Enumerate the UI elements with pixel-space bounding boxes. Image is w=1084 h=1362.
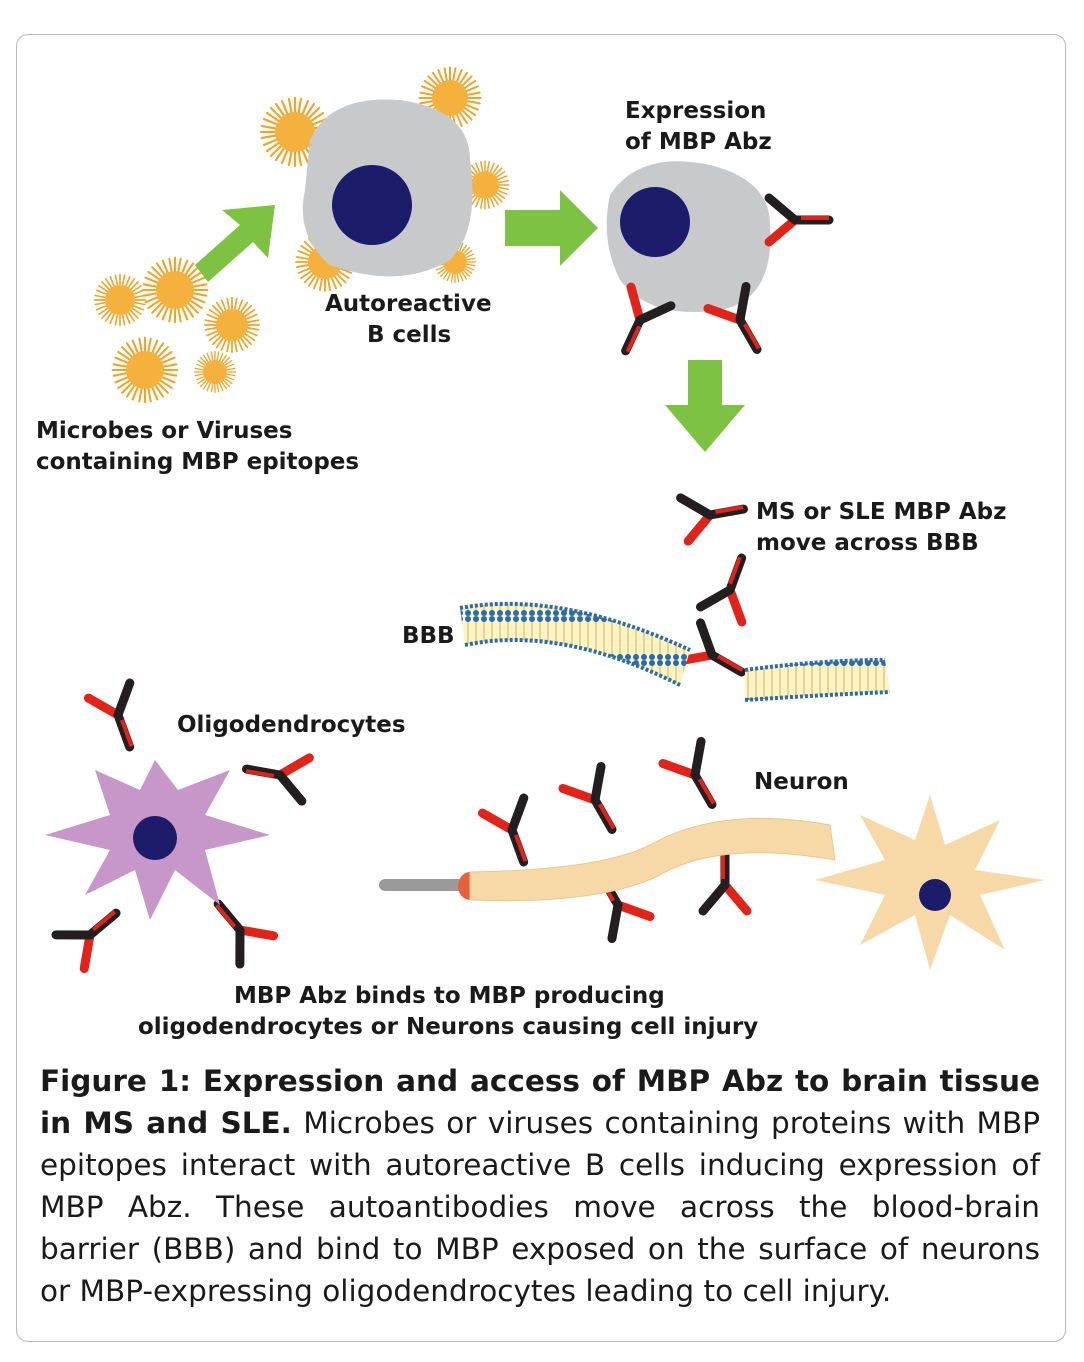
expression-label-2: of MBP Abz — [625, 129, 772, 155]
diagram: Expression of MBP Abz Autoreactive B cel… — [36, 66, 1045, 1040]
oligodendrocyte-icon — [45, 760, 270, 920]
microbes-label: Microbes or Viruses — [36, 418, 292, 444]
b-cell-icon — [302, 99, 473, 277]
caption-body: Microbes or viruses containing proteins … — [40, 1106, 1040, 1308]
arrow-icons — [195, 190, 745, 452]
ms-sle-label: MS or SLE MBP Abz — [756, 499, 1006, 525]
neuron-label: Neuron — [754, 769, 849, 795]
bbb-label: BBB — [402, 623, 455, 649]
binds-label-2: oligodendrocytes or Neurons causing cell… — [138, 1014, 758, 1040]
expression-label: Expression — [625, 98, 766, 124]
ms-sle-label-2: move across BBB — [756, 530, 979, 556]
binds-label: MBP Abz binds to MBP producing — [234, 983, 665, 1009]
autoreactive-label: Autoreactive — [325, 291, 492, 317]
caption-title: Figure 1: Expression and access of MBP A… — [40, 1064, 1040, 1140]
expressing-cell-icon — [606, 161, 771, 312]
oligodendrocytes-label: Oligodendrocytes — [177, 712, 406, 738]
figure-frame — [16, 34, 1066, 1342]
microbes-label-2: containing MBP epitopes — [36, 449, 359, 475]
bbb-membrane-icon — [459, 601, 891, 702]
autoreactive-label-2: B cells — [367, 322, 451, 348]
figure-caption: Figure 1: Expression and access of MBP A… — [40, 1060, 1040, 1312]
neuron-icon — [379, 795, 1045, 970]
